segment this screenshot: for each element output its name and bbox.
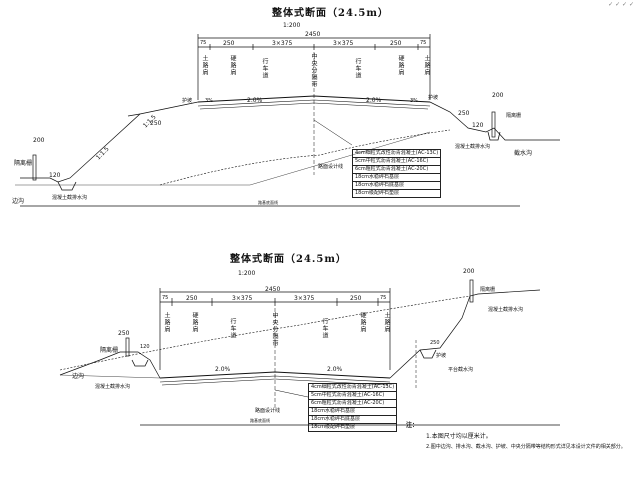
section2-center-note: 路面设计线 — [255, 408, 281, 414]
notes-header: 注： — [406, 422, 419, 429]
layer-item: 4cm细粒式改性沥青混凝土(AC-13C) — [308, 383, 398, 392]
section1-dim-0: 75 — [200, 40, 207, 46]
section1-dim-2: 3×375 — [272, 40, 293, 47]
layer-item: 5cm中粒式沥青混凝土(AC-16C) — [308, 392, 398, 400]
section2-small-dim-0: 250 — [118, 330, 130, 337]
section1-lane-5: 硬路肩 — [397, 55, 404, 76]
layer-item: 18cm级配碎石垫层 — [352, 190, 442, 198]
section1-small-dim-4: 120 — [472, 122, 484, 129]
section1-small-dim-1: 120 — [49, 172, 61, 179]
section1-small-dim-5: 250 — [458, 110, 470, 117]
notes-block: 注： 1.本图尺寸均以厘米计。 2.图中边沟、排水沟、截水沟、护坡、中央分隔带等… — [406, 420, 626, 453]
section1-scale: 1:200 — [283, 22, 301, 29]
layer-item: 18cm级配碎石垫层 — [308, 424, 398, 432]
section1-pct-0: 3% — [205, 98, 213, 104]
section2-dim-2: 3×375 — [232, 295, 253, 302]
section2-dim-3: 3×375 — [294, 295, 315, 302]
layer-item: 18cm水稳碎石基层 — [308, 408, 398, 416]
section2-lane-5: 硬路肩 — [359, 312, 366, 333]
layer-item: 18cm水稳碎石基层 — [352, 174, 442, 182]
section2-pavement-legend: 4cm细粒式改性沥青混凝土(AC-13C) 5cm中粒式沥青混凝土(AC-16C… — [308, 383, 398, 432]
section1-overall-width: 2450 — [305, 31, 321, 38]
section1-pct-1: 3% — [410, 98, 418, 104]
section2-right-ditch-note: 平台截水沟 — [448, 367, 474, 373]
section2-lane-4: 行车道 — [321, 318, 328, 339]
section1-small-dim-2: 250 — [150, 120, 162, 127]
section1-dim-1: 250 — [223, 40, 235, 47]
section2-lane-0: 土路肩 — [163, 312, 170, 333]
section1-lane-0: 土路肩 — [201, 55, 208, 76]
section2-lane-6: 土路肩 — [383, 312, 390, 333]
section1-side-4: 护坡 — [428, 95, 439, 101]
section1-side-0: 隔离栅 — [14, 160, 33, 167]
section2-side-1: 边沟 — [72, 373, 85, 380]
section1-dim-5: 75 — [420, 40, 427, 46]
layer-item: 18cm水稳碎石底基层 — [308, 416, 398, 424]
section1-small-dim-0: 200 — [33, 137, 45, 144]
layer-item: 6cm粗粒式沥青混凝土(AC-20C) — [352, 166, 442, 174]
section2-dim-1: 250 — [186, 295, 198, 302]
section1-lane-2: 行车道 — [261, 58, 268, 79]
section1-crossfall-right: 2.0% — [366, 97, 382, 104]
section2-side-2: 护坡 — [436, 353, 447, 359]
section2-side-0: 隔离栅 — [100, 347, 119, 354]
section1-crossfall-left: 2.0% — [247, 97, 263, 104]
section2-lane-2: 行车道 — [229, 318, 236, 339]
section2-lane-3: 中央分隔带 — [271, 312, 278, 347]
section1-right-slope — [429, 101, 560, 141]
section2-dim-5: 75 — [380, 295, 387, 301]
section1-left-ditch-note: 混凝土截排水沟 — [52, 195, 88, 201]
section2-dim-0: 75 — [162, 295, 169, 301]
note-item: 2.图中边沟、排水沟、截水沟、护坡、中央分隔带等结构形式详见本设计文件的相关部分… — [426, 444, 626, 450]
section2-ground-line — [59, 295, 471, 371]
section1-dim-3: 3×375 — [333, 40, 354, 47]
section1-pavement-legend: 4cm细粒式改性沥青混凝土(AC-13C) 5cm中粒式沥青混凝土(AC-16C… — [352, 149, 442, 198]
section1-lane-3: 中央分隔带 — [310, 53, 317, 88]
section1-lane-6: 土路肩 — [423, 55, 430, 76]
section1-title: 整体式断面（24.5m） — [272, 8, 389, 19]
section1-baseline-label: 路基底面线 — [258, 200, 278, 205]
section1-small-dim-3: 200 — [492, 92, 504, 99]
section2-small-dim-1: 120 — [140, 344, 150, 350]
layer-item: 18cm水稳碎石底基层 — [352, 182, 442, 190]
section1-dim-4: 250 — [390, 40, 402, 47]
section1-center-note: 路面设计线 — [318, 164, 344, 170]
section2-right-note: 混凝土截排水沟 — [488, 307, 524, 313]
note-item: 1.本图尺寸均以厘米计。 — [426, 433, 492, 440]
section2-small-dim-3: 250 — [430, 340, 440, 346]
section2-baseline-label: 路基底面线 — [250, 418, 270, 423]
section2-small-dim-2: 200 — [463, 268, 475, 275]
section1-lane-4: 行车道 — [354, 58, 361, 79]
section2-scale: 1:200 — [238, 270, 256, 277]
section2-right-slope — [389, 289, 541, 379]
section1-side-1: 边沟 — [12, 198, 25, 205]
layer-item: 5cm中粒式沥青混凝土(AC-16C) — [352, 158, 442, 166]
layer-item: 6cm粗粒式沥青混凝土(AC-20C) — [308, 400, 398, 408]
section1-lane-1: 硬路肩 — [229, 55, 236, 76]
section1-right-ditch-note: 混凝土截排水沟 — [455, 144, 491, 150]
section1-drawing — [15, 34, 560, 207]
section1-left-slope — [20, 101, 199, 183]
section1-side-5: 隔离栅 — [506, 113, 522, 119]
section1-side-3: 护坡 — [182, 98, 193, 104]
section2-dim-4: 250 — [350, 295, 362, 302]
section2-side-3: 隔离栅 — [480, 287, 496, 293]
section2-overall-width: 2450 — [265, 286, 281, 293]
section2-crossfall-right: 2.0% — [327, 366, 343, 373]
section2-title: 整体式断面（24.5m） — [230, 254, 347, 265]
corner-mark: ✓ ✓ ✓ ✓ — [608, 1, 634, 8]
section2-crossfall-left: 2.0% — [215, 366, 231, 373]
layer-item: 4cm细粒式改性沥青混凝土(AC-13C) — [352, 149, 442, 158]
section2-left-ditch-note: 混凝土截排水沟 — [95, 384, 131, 390]
section2-lane-1: 硬路肩 — [191, 312, 198, 333]
section1-side-2: 截水沟 — [514, 150, 533, 157]
section1-ground-line — [159, 129, 451, 186]
